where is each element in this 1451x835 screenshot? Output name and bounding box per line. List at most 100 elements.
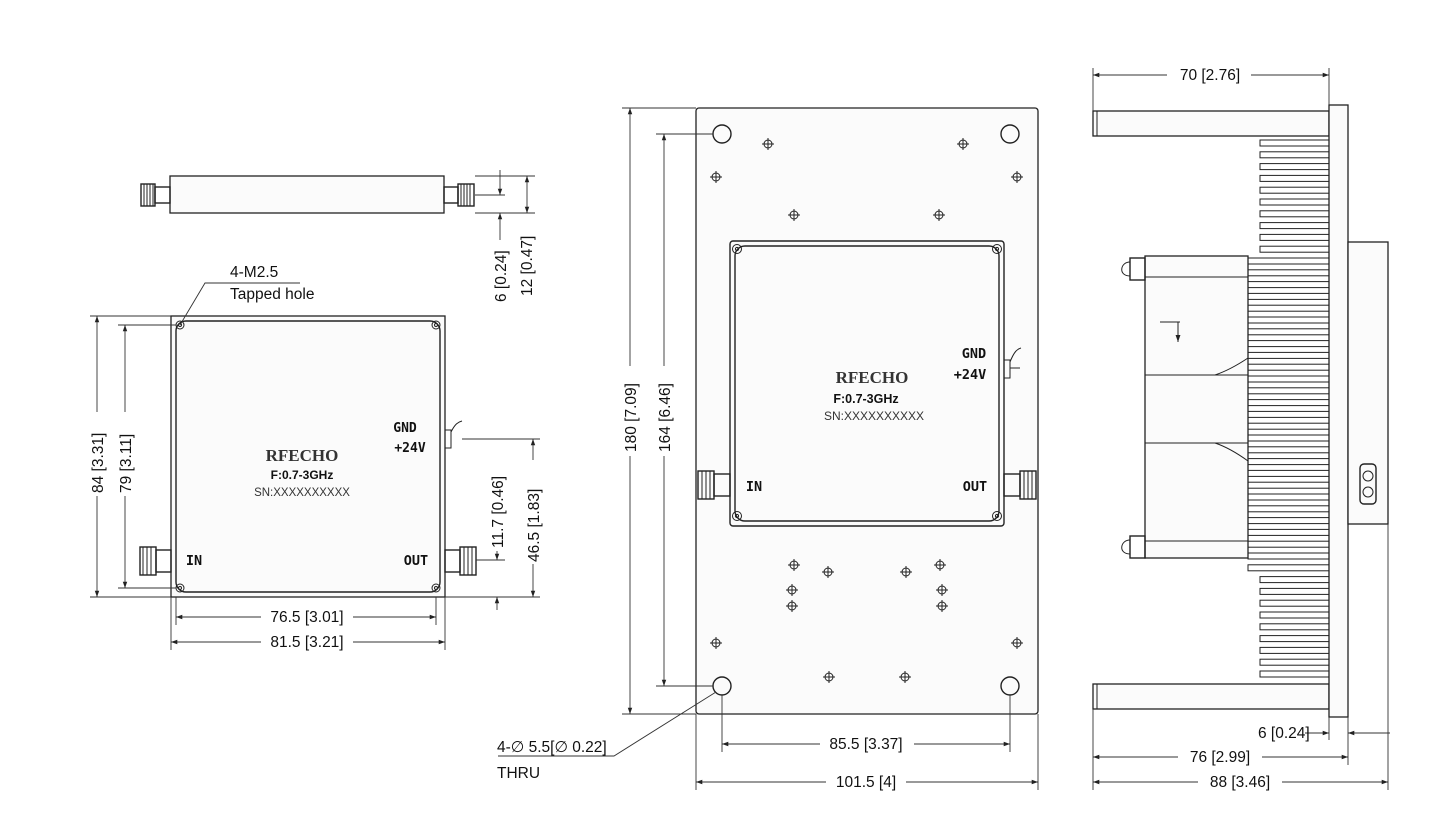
serial-label-small: SN:XXXXXXXXXX [254,487,350,499]
heatsink-fin [1247,281,1330,289]
heatsink-fin [1247,340,1330,348]
heatsink-fin [1247,399,1330,407]
power-label-small: +24V [394,441,425,456]
heatsink-fin [1259,222,1330,230]
screw-hole-icon [710,171,722,183]
heatsink-fin [1259,174,1330,182]
module-top-view: RFECHO F:0.7-3GHz SN:XXXXXXXXXX GND +24V… [88,264,543,651]
heatsink-fin [1247,304,1330,312]
screw-hole-icon [786,584,798,596]
sma-connector-right [443,183,475,207]
dim-module-width-outer: 81.5 [3.21] [270,634,343,651]
dim-base-thickness: 6 [0.24] [1258,725,1310,742]
frequency-label: F:0.7-3GHz [833,392,898,406]
in-label-small: IN [186,553,202,569]
heatsink-fin [1259,670,1330,678]
screw-hole-icon [936,600,948,612]
dim-total-depth: 88 [3.46] [1210,774,1270,791]
screw-hole-icon [900,566,912,578]
heatsink-fin [1247,446,1330,454]
heatsink-fin [1247,363,1330,371]
tapped-hole-note-2: Tapped hole [230,286,314,303]
heatsink-fin [1247,552,1330,560]
screw-hole-icon [1011,637,1023,649]
dim-power-offset: 46.5 [1.83] [526,489,543,562]
dim-side-height: 12 [0.47] [519,236,536,296]
heatsink-fin [1259,198,1330,206]
sma-connector-out [444,546,477,576]
out-label-small: OUT [404,553,428,569]
plate-sma-out [1003,470,1037,500]
heatsink-fin [1259,233,1330,241]
screw-hole-icon [934,559,946,571]
screw-hole-icon [822,566,834,578]
dim-side-thickness: 6 [0.24] [493,250,510,302]
plate-screw-holes [710,138,1023,683]
heatsink-fin [1259,623,1330,631]
dim-module-height-holes: 79 [3.11] [118,434,135,493]
heatsink-fin [1247,351,1330,359]
heatsink-fin [1259,186,1330,194]
screw-hole-icon [933,209,945,221]
dim-plate-width-holes: 85.5 [3.37] [829,736,902,753]
brand-label-small: RFECHO [266,446,339,465]
screw-hole-icon [936,584,948,596]
dim-plate-height-outer: 180 [7.09] [623,383,640,452]
gnd-label: GND [962,346,986,362]
dim-plate-height-holes: 164 [6.46] [657,383,674,452]
screw-hole-icon [788,209,800,221]
sma-connector-left [140,183,171,207]
heatsink-fin [1247,387,1330,395]
heatsink-fin [1247,410,1330,418]
heatsink-fin [1259,151,1330,159]
heatsink-fin [1247,316,1330,324]
plate-top-view: RFECHO F:0.7-3GHz SN:XXXXXXXXXX GND +24V… [497,107,1039,791]
brand-label: RFECHO [836,368,909,387]
heatsink-side-view: 70 [2.76] 6 [0.24] 76 [2.99] 88 [3.46] [1092,64,1390,791]
screw-hole-icon [788,559,800,571]
dim-module-height-outer: 84 [3.31] [90,433,107,493]
heatsink-fin [1247,422,1330,430]
frequency-label-small: F:0.7-3GHz [271,468,334,482]
heatsink-fin [1259,163,1330,171]
heatsink-fin [1247,528,1330,536]
heatsink-fins [1247,139,1330,678]
heatsink-fin [1259,139,1330,147]
serial-label: SN:XXXXXXXXXX [824,409,924,423]
thru-hole-note-2: THRU [497,765,540,782]
heatsink-fin [1247,458,1330,466]
dim-module-width-holes: 76.5 [3.01] [270,609,343,626]
heatsink-fin [1259,599,1330,607]
heatsink-fin [1247,505,1330,513]
heatsink-fin [1247,564,1330,572]
heatsink-fin [1247,434,1330,442]
heatsink-fin [1247,375,1330,383]
out-label: OUT [963,479,987,495]
heatsink-fin [1247,328,1330,336]
heatsink-fin [1247,540,1330,548]
screw-hole-icon [823,671,835,683]
screw-hole-icon [786,600,798,612]
dim-plate-width-outer: 101.5 [4] [836,774,896,791]
screw-hole-icon [762,138,774,150]
gnd-label-small: GND [393,421,417,436]
heatsink-fin [1247,517,1330,525]
heatsink-fin [1259,576,1330,584]
heatsink-fin [1259,245,1330,253]
dim-depth-to-module: 76 [2.99] [1190,749,1250,766]
heatsink-fin [1247,469,1330,477]
thru-hole-note: 4-∅ 5.5[∅ 0.22] [497,739,607,756]
heatsink-fin [1259,587,1330,595]
heatsink-fin [1247,269,1330,277]
heatsink-fin [1259,611,1330,619]
screw-hole-icon [899,671,911,683]
screw-hole-icon [1011,171,1023,183]
heatsink-fin [1259,635,1330,643]
sma-connector-in [139,546,172,576]
dim-heatsink-depth: 70 [2.76] [1180,67,1240,84]
dim-connector-offset: 11.7 [0.46] [490,476,507,548]
heatsink-fin [1247,481,1330,489]
heatsink-fin [1259,646,1330,654]
heatsink-fin [1259,658,1330,666]
